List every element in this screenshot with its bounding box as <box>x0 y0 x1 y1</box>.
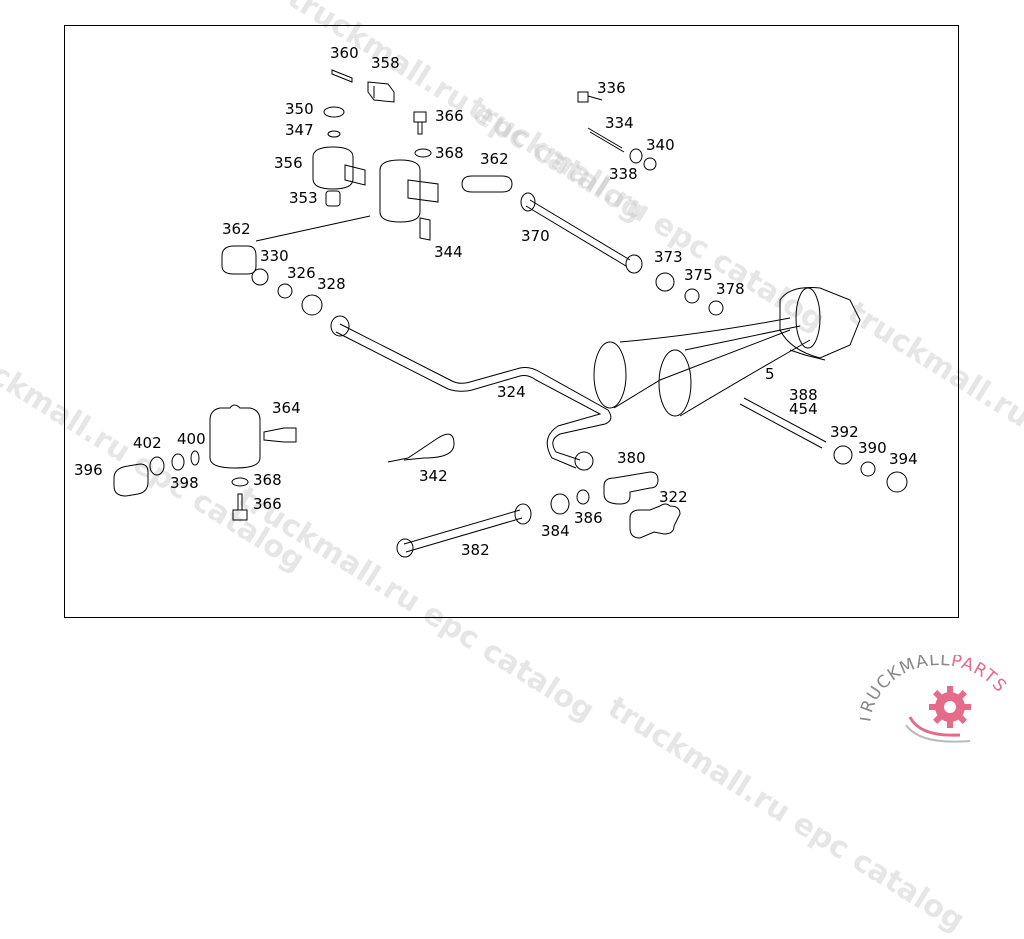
part-324 <box>339 323 612 461</box>
callout-356[interactable]: 356 <box>274 154 303 172</box>
callout-396[interactable]: 396 <box>74 461 103 479</box>
part-378 <box>708 300 724 316</box>
callout-5[interactable]: 5 <box>765 365 775 383</box>
part-366-bottom <box>232 493 248 521</box>
part-filter <box>209 404 261 469</box>
part-362-left <box>221 245 257 275</box>
callout-358[interactable]: 358 <box>371 54 400 72</box>
part-322 <box>629 503 681 539</box>
callout-350[interactable]: 350 <box>285 100 314 118</box>
callout-366-bottom[interactable]: 366 <box>253 495 282 513</box>
callout-386[interactable]: 386 <box>574 509 603 527</box>
part-328 <box>301 294 323 316</box>
logo-gear-icon: TRUCKMALLPARTS <box>855 650 1011 743</box>
part-384 <box>550 493 570 515</box>
part-386 <box>576 489 590 505</box>
callout-366[interactable]: 366 <box>435 107 464 125</box>
callout-334[interactable]: 334 <box>605 114 634 132</box>
callout-384[interactable]: 384 <box>541 522 570 540</box>
part-336 <box>577 91 603 103</box>
part-368 <box>414 148 432 158</box>
part-398 <box>171 453 185 471</box>
callout-342[interactable]: 342 <box>419 467 448 485</box>
part-347 <box>327 130 341 138</box>
part-375 <box>684 288 700 304</box>
part-5-horn <box>593 287 861 417</box>
part-368-bottom <box>231 477 249 487</box>
part-396 <box>113 463 149 497</box>
part-362 <box>461 175 513 193</box>
callout-398[interactable]: 398 <box>170 474 199 492</box>
part-350 <box>323 106 345 118</box>
callout-373[interactable]: 373 <box>654 248 683 266</box>
part-380 <box>603 471 659 505</box>
part-390 <box>860 461 876 477</box>
callout-336[interactable]: 336 <box>597 79 626 97</box>
part-364 <box>263 427 297 443</box>
part-334 <box>587 127 625 153</box>
callout-353[interactable]: 353 <box>289 189 318 207</box>
callout-454[interactable]: 454 <box>789 400 818 418</box>
part-360 <box>331 69 353 83</box>
callout-364[interactable]: 364 <box>272 399 301 417</box>
callout-368[interactable]: 368 <box>435 144 464 162</box>
part-338 <box>629 148 643 164</box>
callout-382[interactable]: 382 <box>461 541 490 559</box>
callout-375[interactable]: 375 <box>684 266 713 284</box>
part-353 <box>325 190 341 207</box>
callout-390[interactable]: 390 <box>858 439 887 457</box>
callout-324[interactable]: 324 <box>497 383 526 401</box>
callout-328[interactable]: 328 <box>317 275 346 293</box>
callout-344[interactable]: 344 <box>434 243 463 261</box>
part-402 <box>149 456 165 476</box>
truckmall-parts-logo[interactable]: TRUCKMALLPARTS <box>855 650 1020 747</box>
part-342 <box>387 433 455 463</box>
part-388-454 <box>739 397 827 449</box>
part-373 <box>655 272 675 292</box>
diagram-frame <box>64 25 959 618</box>
callout-360[interactable]: 360 <box>330 44 359 62</box>
part-330 <box>251 268 269 286</box>
callout-392[interactable]: 392 <box>830 423 859 441</box>
part-340 <box>643 157 657 171</box>
logo-text-accent: PARTS <box>949 655 1010 697</box>
callout-338[interactable]: 338 <box>609 165 638 183</box>
part-356 <box>312 146 366 190</box>
part-392 <box>833 445 853 465</box>
callout-380[interactable]: 380 <box>617 449 646 467</box>
callout-322[interactable]: 322 <box>659 488 688 506</box>
part-400 <box>190 450 200 466</box>
part-370 <box>525 199 631 267</box>
callout-326[interactable]: 326 <box>287 264 316 282</box>
part-344 <box>379 159 439 241</box>
part-394 <box>886 471 908 493</box>
callout-340[interactable]: 340 <box>646 136 675 154</box>
part-326 <box>277 283 293 299</box>
callout-402[interactable]: 402 <box>133 434 162 452</box>
part-366 <box>413 111 427 135</box>
callout-362[interactable]: 362 <box>480 150 509 168</box>
callout-378[interactable]: 378 <box>716 280 745 298</box>
callout-370[interactable]: 370 <box>521 227 550 245</box>
callout-362-left[interactable]: 362 <box>222 220 251 238</box>
part-358 <box>367 81 395 103</box>
callout-368-bottom[interactable]: 368 <box>253 471 282 489</box>
parts-illustration <box>113 69 908 558</box>
callout-347[interactable]: 347 <box>285 121 314 139</box>
callout-400[interactable]: 400 <box>177 430 206 448</box>
svg-text:TRUCKMALLPARTS: TRUCKMALLPARTS <box>860 655 1011 727</box>
callout-388[interactable]: 388 <box>789 386 818 404</box>
callout-330[interactable]: 330 <box>260 247 289 265</box>
part-382 <box>403 509 523 553</box>
callout-394[interactable]: 394 <box>889 450 918 468</box>
